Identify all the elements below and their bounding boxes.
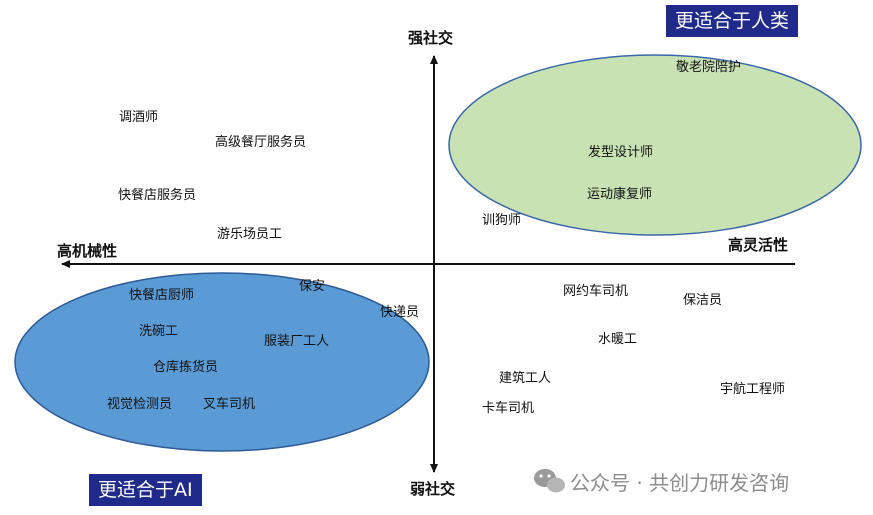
job-fine-dining-server: 高级餐厅服务员 xyxy=(215,135,307,150)
job-security-guard: 保安 xyxy=(299,279,326,294)
job-dishwasher: 洗碗工 xyxy=(139,324,179,339)
job-dog-trainer: 训狗师 xyxy=(482,213,522,228)
job-aerospace-engineer: 宇航工程师 xyxy=(720,382,786,397)
job-elder-care: 敬老院陪护 xyxy=(676,60,742,75)
axis-label-top: 强社交 xyxy=(408,29,454,47)
job-forklift-driver: 叉车司机 xyxy=(203,397,256,412)
job-warehouse-picker: 仓库拣货员 xyxy=(153,360,219,375)
axis-label-left: 高机械性 xyxy=(57,242,118,260)
job-garment-worker: 服装厂工人 xyxy=(264,334,330,349)
job-construction-worker: 建筑工人 xyxy=(499,371,552,386)
job-fast-food-cook: 快餐店厨师 xyxy=(129,288,195,303)
ai-region xyxy=(14,272,430,452)
wechat-icon xyxy=(534,469,565,493)
watermark-text: 公众号 · 共创力研发咨询 xyxy=(570,471,790,495)
human-badge: 更适合于人类 xyxy=(666,5,799,37)
job-hair-stylist: 发型设计师 xyxy=(588,145,654,160)
ai-badge: 更适合于AI xyxy=(89,474,202,506)
axis-label-right: 高灵活性 xyxy=(728,236,789,254)
job-ride-hailing-driver: 网约车司机 xyxy=(563,284,629,299)
job-cleaner: 保洁员 xyxy=(683,293,723,308)
axis-label-bottom: 弱社交 xyxy=(410,480,456,498)
job-amusement-park-staff: 游乐场员工 xyxy=(217,227,283,242)
job-courier: 快递员 xyxy=(380,305,420,320)
human-region xyxy=(448,54,862,236)
job-bartender: 调酒师 xyxy=(119,110,159,125)
job-visual-inspector: 视觉检测员 xyxy=(107,397,173,412)
job-sports-rehab: 运动康复师 xyxy=(587,187,653,202)
job-plumber: 水暖工 xyxy=(598,332,638,347)
job-fast-food-server: 快餐店服务员 xyxy=(118,188,197,203)
job-truck-driver: 卡车司机 xyxy=(482,401,535,416)
